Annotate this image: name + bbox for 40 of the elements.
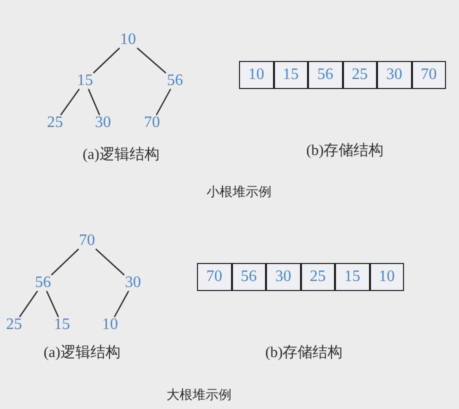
figure-caption: (a)逻辑结构 <box>82 146 160 164</box>
tree-node-value: 30 <box>123 275 143 291</box>
tree-edge <box>60 88 80 116</box>
tree-node-value: 70 <box>77 233 97 249</box>
tree-edge <box>156 88 172 116</box>
figure-title: 小根堆示例 <box>206 184 272 200</box>
array-cell: 30 <box>266 263 300 291</box>
tree-edge <box>92 48 120 74</box>
tree-edge <box>95 248 125 276</box>
tree-node-value: 70 <box>142 115 162 131</box>
array-cell: 25 <box>300 263 335 291</box>
tree-edge <box>19 290 38 318</box>
tree-node-value: 15 <box>75 73 95 89</box>
tree-edge <box>88 88 100 116</box>
figure-title: 大根堆示例 <box>166 387 232 403</box>
array-cell: 70 <box>197 263 232 291</box>
array-cell: 70 <box>412 61 446 89</box>
figure-caption: (b)存储结构 <box>265 344 343 362</box>
array-cell: 15 <box>274 61 308 89</box>
array-cell: 56 <box>308 61 342 89</box>
figure-caption: (b)存储结构 <box>306 142 384 160</box>
array-cell: 30 <box>377 61 412 89</box>
tree-node-value: 25 <box>45 115 65 131</box>
tree-edge <box>50 248 80 276</box>
array-cell: 10 <box>239 61 274 89</box>
tree-node-value: 15 <box>52 317 72 333</box>
array-cell: 15 <box>335 263 370 291</box>
tree-node-value: 56 <box>165 73 185 89</box>
tree-node-value: 30 <box>93 115 113 131</box>
tree-node-value: 10 <box>100 317 120 333</box>
array-cell: 56 <box>232 263 266 291</box>
tree-edge <box>114 290 130 318</box>
tree-edge <box>136 48 166 74</box>
tree-edge <box>46 290 59 318</box>
tree-node-value: 25 <box>4 317 24 333</box>
tree-node-value: 56 <box>33 275 53 291</box>
figure-caption: (a)逻辑结构 <box>44 344 120 362</box>
array-cell: 10 <box>370 263 404 291</box>
array-cell: 25 <box>342 61 377 89</box>
tree-node-value: 10 <box>118 32 138 48</box>
